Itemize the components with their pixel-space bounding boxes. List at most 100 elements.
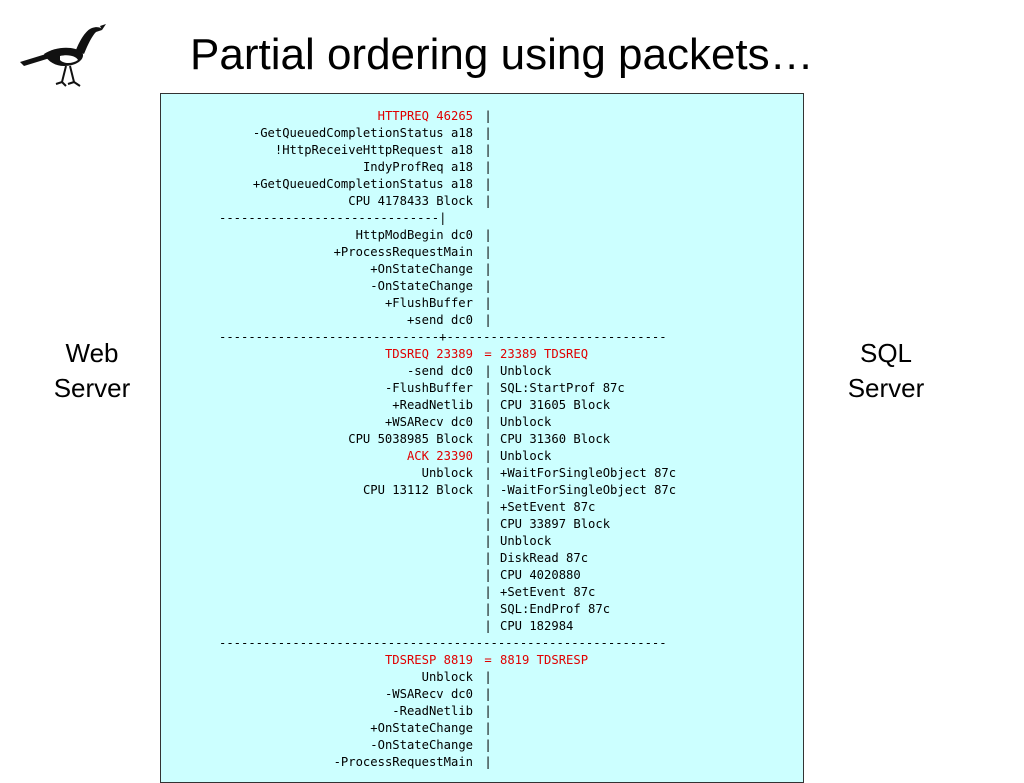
web-server-event: Unblock (421, 670, 473, 684)
separator-line: ------------------------------+---------… (219, 330, 667, 344)
column-divider: | (484, 279, 492, 293)
trace-row: +ProcessRequestMain | (161, 245, 803, 262)
trace-row: +FlushBuffer | (161, 296, 803, 313)
web-server-event: -ReadNetlib (392, 704, 473, 718)
trace-row: IndyProfReq a18 | (161, 160, 803, 177)
trace-row: | CPU 4020880 (161, 568, 803, 585)
trace-box: HTTPREQ 46265 | -GetQueuedCompletionStatus… (160, 93, 804, 783)
trace-row: +OnStateChange | (161, 262, 803, 279)
web-server-event: !HttpReceiveHttpRequest a18 (274, 143, 473, 157)
web-server-event: TDSREQ 23389 (384, 347, 473, 361)
column-divider: | (484, 296, 492, 310)
trace-row: Unblock | +WaitForSingleObject 87c (161, 466, 803, 483)
web-server-event: +ProcessRequestMain (333, 245, 473, 259)
trace-row: | CPU 182984 (161, 619, 803, 636)
column-divider: | (484, 245, 492, 259)
column-divider: | (484, 432, 492, 446)
trace-row: | CPU 33897 Block (161, 517, 803, 534)
web-server-event: CPU 5038985 Block (348, 432, 473, 446)
trace-row: |Unblock (161, 534, 803, 551)
column-divider: | (484, 415, 492, 429)
trace-row: -ProcessRequestMain| (161, 755, 803, 772)
web-server-event: CPU 4178433 Block (348, 194, 473, 208)
sql-server-event: +WaitForSingleObject 87c (500, 466, 677, 480)
trace-row: !HttpReceiveHttpRequest a18| (161, 143, 803, 160)
column-divider: | (484, 585, 492, 599)
trace-separator: ------------------------------+---------… (161, 330, 803, 347)
column-divider: | (484, 109, 492, 123)
trace-row: -send dc0 | Unblock (161, 364, 803, 381)
column-divider: | (484, 364, 492, 378)
column-divider: | (484, 228, 492, 242)
sql-server-event: CPU 4020880 (500, 568, 581, 582)
web-server-event: -ProcessRequestMain (333, 755, 473, 769)
web-server-event: Unblock (421, 466, 473, 480)
web-server-event: -send dc0 (406, 364, 473, 378)
sql-server-event: SQL:StartProf 87c (500, 381, 625, 395)
trace-row: +WSARecv dc0|Unblock (161, 415, 803, 432)
sql-server-event: +SetEvent 87c (500, 500, 596, 514)
column-divider: | (484, 568, 492, 582)
column-divider: | (484, 262, 492, 276)
web-server-event: -WSARecv dc0 (384, 687, 473, 701)
trace-row: CPU 5038985 Block|CPU 31360 Block (161, 432, 803, 449)
web-server-event: +GetQueuedCompletionStatus a18 (252, 177, 473, 191)
sql-server-event: Unblock (500, 364, 552, 378)
trace-row: HttpModBegin dc0 | (161, 228, 803, 245)
web-server-event: +OnStateChange (370, 262, 473, 276)
web-server-event: ACK 23390 (406, 449, 473, 463)
trace-row: -OnStateChange | (161, 279, 803, 296)
trace-row: -FlushBuffer | SQL:StartProf 87c (161, 381, 803, 398)
web-server-event: +send dc0 (406, 313, 473, 327)
column-divider: | (484, 687, 492, 701)
trace-row: +ReadNetlib|CPU 31605 Block (161, 398, 803, 415)
trace-separator: ----------------------------------------… (161, 636, 803, 653)
column-divider: | (484, 517, 492, 531)
web-server-event: -GetQueuedCompletionStatus a18 (252, 126, 473, 140)
web-server-event: -OnStateChange (370, 279, 473, 293)
separator-line: ------------------------------| (219, 211, 447, 225)
column-divider: | (484, 500, 492, 514)
trace-separator: ------------------------------| (161, 211, 803, 228)
column-divider: | (484, 619, 492, 633)
column-divider: | (484, 466, 492, 480)
web-server-event: IndyProfReq a18 (362, 160, 473, 174)
column-divider: | (484, 160, 492, 174)
trace-row: |DiskRead 87c (161, 551, 803, 568)
web-server-label: Web Server (44, 336, 140, 406)
column-divider: | (484, 313, 492, 327)
trace-row: +send dc0 | (161, 313, 803, 330)
slide-title: Partial ordering using packets… (190, 30, 814, 79)
web-server-event: +FlushBuffer (384, 296, 473, 310)
separator-line: ----------------------------------------… (219, 636, 667, 650)
column-divider: | (484, 670, 492, 684)
column-divider: | (484, 381, 492, 395)
web-server-event: HTTPREQ 46265 (377, 109, 473, 123)
trace-listing: HTTPREQ 46265 | -GetQueuedCompletionStatus… (161, 109, 803, 772)
web-server-event: +OnStateChange (370, 721, 473, 735)
column-divider: | (484, 551, 492, 565)
web-server-event: -FlushBuffer (384, 381, 473, 395)
sql-server-event: Unblock (500, 415, 552, 429)
trace-row: |SQL:EndProf 87c (161, 602, 803, 619)
sql-server-event: Unblock (500, 449, 552, 463)
sql-server-label: SQL Server (838, 336, 934, 406)
sql-server-event: 8819 TDSRESP (500, 653, 589, 667)
web-server-event: +ReadNetlib (392, 398, 473, 412)
trace-row: CPU 13112 Block|-WaitForSingleObject 87c (161, 483, 803, 500)
trace-row: TDSREQ 23389=23389 TDSREQ (161, 347, 803, 364)
web-server-event: HttpModBegin dc0 (355, 228, 473, 242)
web-server-event: TDSRESP 8819 (384, 653, 473, 667)
trace-row: Unblock | (161, 670, 803, 687)
trace-row: HTTPREQ 46265 | (161, 109, 803, 126)
sql-server-event: +SetEvent 87c (500, 585, 596, 599)
column-divider: | (484, 483, 492, 497)
column-divider: | (484, 602, 492, 616)
column-divider: | (484, 704, 492, 718)
sql-server-event: CPU 33897 Block (500, 517, 611, 531)
trace-row: -GetQueuedCompletionStatus a18| (161, 126, 803, 143)
trace-row: | +SetEvent 87c (161, 585, 803, 602)
sql-server-event: 23389 TDSREQ (500, 347, 589, 361)
sql-server-event: CPU 182984 (500, 619, 574, 633)
column-divider: | (484, 398, 492, 412)
